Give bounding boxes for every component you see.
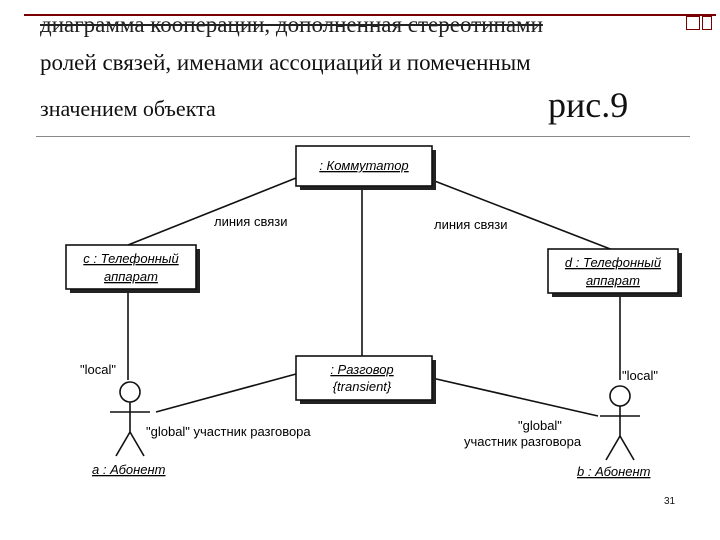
role-global-right-2: участник разговора <box>464 434 582 449</box>
link-label-left: линия связи <box>214 214 287 229</box>
object-conversation: : Разговор {transient} <box>295 355 436 404</box>
actor-a-icon <box>110 381 150 457</box>
role-global-right-1: "global" <box>518 418 562 433</box>
title-line-1: диаграмма кооперации, дополненная стерео… <box>40 12 543 37</box>
link-kommutator-phone-c <box>127 177 297 246</box>
corner-square-icon <box>702 16 712 30</box>
object-kommutator: : Коммутатор <box>295 145 436 190</box>
header-rule <box>24 14 716 16</box>
actor-a-label: a : Абонент <box>92 462 166 477</box>
object-kommutator-label: : Коммутатор <box>319 158 408 173</box>
object-conversation-label-1: : Разговор <box>330 362 393 377</box>
link-conversation-actor-b <box>431 377 599 417</box>
actor-b-label: b : Абонент <box>577 464 651 479</box>
object-phone-d: d : Телефонный аппарат <box>547 248 682 297</box>
figure-label: рис.9 <box>548 85 629 125</box>
object-phone-d-label-1: d : Телефонный <box>565 255 661 270</box>
object-phone-c-label-2: аппарат <box>104 269 158 284</box>
object-conversation-label-2: {transient} <box>333 379 392 394</box>
object-phone-c-label-1: c : Телефонный <box>83 251 178 266</box>
role-local-left: "local" <box>80 362 116 377</box>
link-conversation-actor-a <box>155 373 297 413</box>
divider <box>36 136 690 137</box>
role-local-right: "local" <box>622 368 658 383</box>
page-number: 31 <box>664 496 676 507</box>
title-line-3: значением объекта <box>40 96 216 121</box>
object-phone-c: c : Телефонный аппарат <box>65 244 200 293</box>
object-phone-d-label-2: аппарат <box>586 273 640 288</box>
link-kommutator-phone-d <box>431 179 619 253</box>
role-global-left: "global" участник разговора <box>146 424 311 439</box>
corner-square-icon <box>686 16 700 30</box>
title-line-2: ролей связей, именами ассоциаций и помеч… <box>40 50 531 75</box>
link-label-right: линия связи <box>434 217 507 232</box>
actor-b-icon <box>600 385 640 461</box>
